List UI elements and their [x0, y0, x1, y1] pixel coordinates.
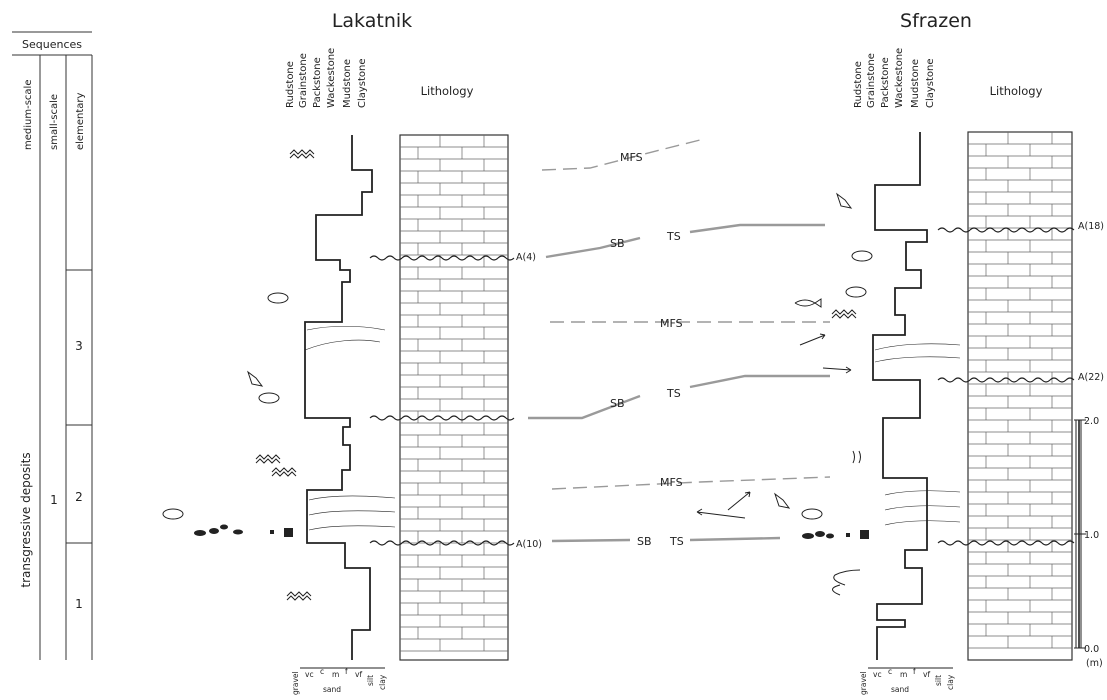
grain-scale-lakatnik: gravel vc c m f vf sand silt clay — [291, 667, 387, 695]
svg-text:Wackestone: Wackestone — [894, 48, 905, 108]
algae-icon — [831, 309, 857, 319]
svg-text:vf: vf — [923, 670, 930, 679]
lithology-header-lakatnik: Lithology — [421, 84, 474, 98]
svg-text:silt: silt — [934, 675, 943, 686]
svg-text:f: f — [913, 667, 916, 676]
bivalve-icon — [267, 292, 289, 304]
svg-text:Grainstone: Grainstone — [298, 53, 309, 108]
texture-profile-sfrazen — [872, 132, 961, 660]
fossil-symbols — [162, 149, 873, 601]
svg-text:Claystone: Claystone — [357, 58, 368, 108]
svg-text:Grainstone: Grainstone — [866, 53, 877, 108]
svg-text:clay: clay — [378, 674, 387, 690]
svg-text:Packstone: Packstone — [880, 57, 891, 108]
elementary-header: elementary — [75, 93, 86, 150]
bivalve-icon — [845, 286, 867, 298]
svg-text:Mudstone: Mudstone — [342, 59, 353, 108]
scale-tick-0: 0.0 — [1084, 644, 1099, 655]
elementary-sequence-1: 1 — [75, 597, 83, 611]
gastropod-icon — [774, 492, 791, 509]
texture-legend-lakatnik: Rudstone Grainstone Packstone Wackestone… — [285, 48, 368, 108]
arrow-icon — [822, 366, 852, 374]
svg-text:vc: vc — [873, 670, 882, 679]
marker-a18: A(18) — [1078, 221, 1104, 232]
trace-icon — [832, 569, 861, 596]
svg-text:gravel: gravel — [291, 671, 300, 695]
elementary-sequence-2: 2 — [75, 490, 83, 504]
mfs-label-lower: MFS — [660, 476, 683, 489]
algae-icon — [289, 149, 315, 159]
burrow-icon — [852, 450, 861, 464]
small-scale-sequence-1: 1 — [50, 493, 58, 507]
svg-text:Wackestone: Wackestone — [326, 48, 337, 108]
fish-icon — [794, 298, 822, 308]
svg-text:m: m — [900, 670, 907, 679]
lithology-column-sfrazen — [967, 131, 1073, 661]
scale-tick-1: 1.0 — [1084, 530, 1099, 541]
medium-scale-header: medium-scale — [23, 80, 34, 150]
svg-text:sand: sand — [891, 685, 909, 694]
ts-label-lower: TS — [669, 535, 684, 548]
sb-label-lower: SB — [637, 535, 652, 548]
svg-text:Rudstone: Rudstone — [853, 61, 864, 108]
correlation-lines — [528, 139, 831, 543]
erosion-surfaces — [369, 227, 1075, 546]
lakatnik-title: Lakatnik — [332, 10, 412, 32]
marker-a4: A(4) — [516, 252, 536, 263]
lithology-column-lakatnik — [399, 134, 509, 661]
ts-label-upper: TS — [666, 230, 681, 243]
svg-text:vc: vc — [305, 670, 314, 679]
svg-text:sand: sand — [323, 685, 341, 694]
svg-text:Mudstone: Mudstone — [910, 59, 921, 108]
svg-text:f: f — [345, 667, 348, 676]
transgressive-deposits-label: transgressive deposits — [19, 452, 33, 587]
gastropod-icon — [836, 192, 853, 209]
scale-bar — [1074, 419, 1086, 649]
scale-tick-2: 2.0 — [1084, 416, 1099, 427]
svg-text:c: c — [320, 667, 324, 676]
bivalve-icon — [162, 508, 184, 520]
marker-a10: A(10) — [516, 539, 542, 550]
texture-legend-sfrazen: Rudstone Grainstone Packstone Wackestone… — [853, 48, 936, 108]
svg-text:Rudstone: Rudstone — [285, 61, 296, 108]
sequences-table — [12, 31, 93, 660]
sb-label-upper: SB — [610, 237, 625, 250]
svg-text:vf: vf — [355, 670, 362, 679]
marker-a22: A(22) — [1078, 372, 1104, 383]
bivalve-icon — [851, 250, 873, 262]
bivalve-icon — [258, 392, 280, 404]
scale-unit: (m) — [1086, 658, 1103, 669]
svg-text:m: m — [332, 670, 339, 679]
small-scale-header: small-scale — [49, 94, 60, 150]
arrow-icon — [696, 508, 746, 519]
algae-icon — [255, 454, 281, 464]
mfs-label-top: MFS — [620, 151, 643, 164]
svg-text:silt: silt — [366, 675, 375, 686]
texture-profile-lakatnik — [304, 135, 396, 660]
elementary-sequence-3: 3 — [75, 339, 83, 353]
svg-text:Packstone: Packstone — [312, 57, 323, 108]
lithology-header-sfrazen: Lithology — [990, 84, 1043, 98]
ts-label-middle: TS — [666, 387, 681, 400]
mfs-label-middle: MFS — [660, 317, 683, 330]
algae-icon — [286, 591, 312, 601]
svg-text:c: c — [888, 667, 892, 676]
svg-text:gravel: gravel — [859, 671, 868, 695]
algae-icon — [271, 467, 297, 477]
gastropod-icon — [247, 370, 264, 387]
svg-text:clay: clay — [946, 674, 955, 690]
arrow-icon — [727, 491, 751, 511]
sequences-header: Sequences — [22, 38, 82, 51]
clast-symbols — [194, 524, 869, 539]
sfrazen-title: Sfrazen — [900, 10, 972, 32]
sb-label-middle: SB — [610, 397, 625, 410]
bivalve-icon — [801, 508, 823, 520]
svg-text:Claystone: Claystone — [925, 58, 936, 108]
grain-scale-sfrazen: gravel vc c m f vf sand silt clay — [859, 667, 955, 695]
arrow-icon — [799, 333, 826, 346]
